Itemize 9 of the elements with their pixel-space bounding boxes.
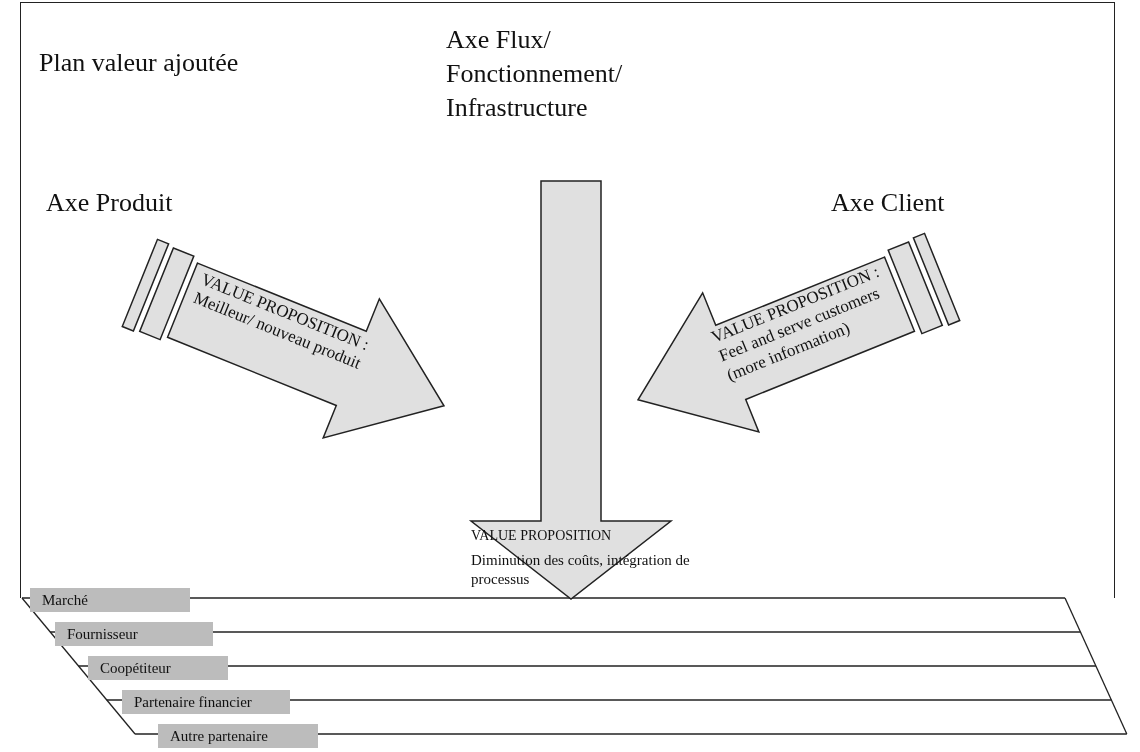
- axis-title: Axe Produit: [46, 187, 174, 219]
- axis-title: Axe Client: [831, 187, 946, 219]
- stakeholder-tag: Marché: [30, 588, 190, 612]
- stakeholder-tag: Fournisseur: [55, 622, 213, 646]
- stakeholder-tag: Autre partenaire: [158, 724, 318, 748]
- axis-title: Axe Flux/ Fonctionnement/ Infrastructure: [446, 24, 624, 124]
- plane-title: Plan valeur ajoutée: [39, 47, 239, 79]
- stakeholder-tag: Partenaire financier: [122, 690, 290, 714]
- stakeholder-tag: Coopétiteur: [88, 656, 228, 680]
